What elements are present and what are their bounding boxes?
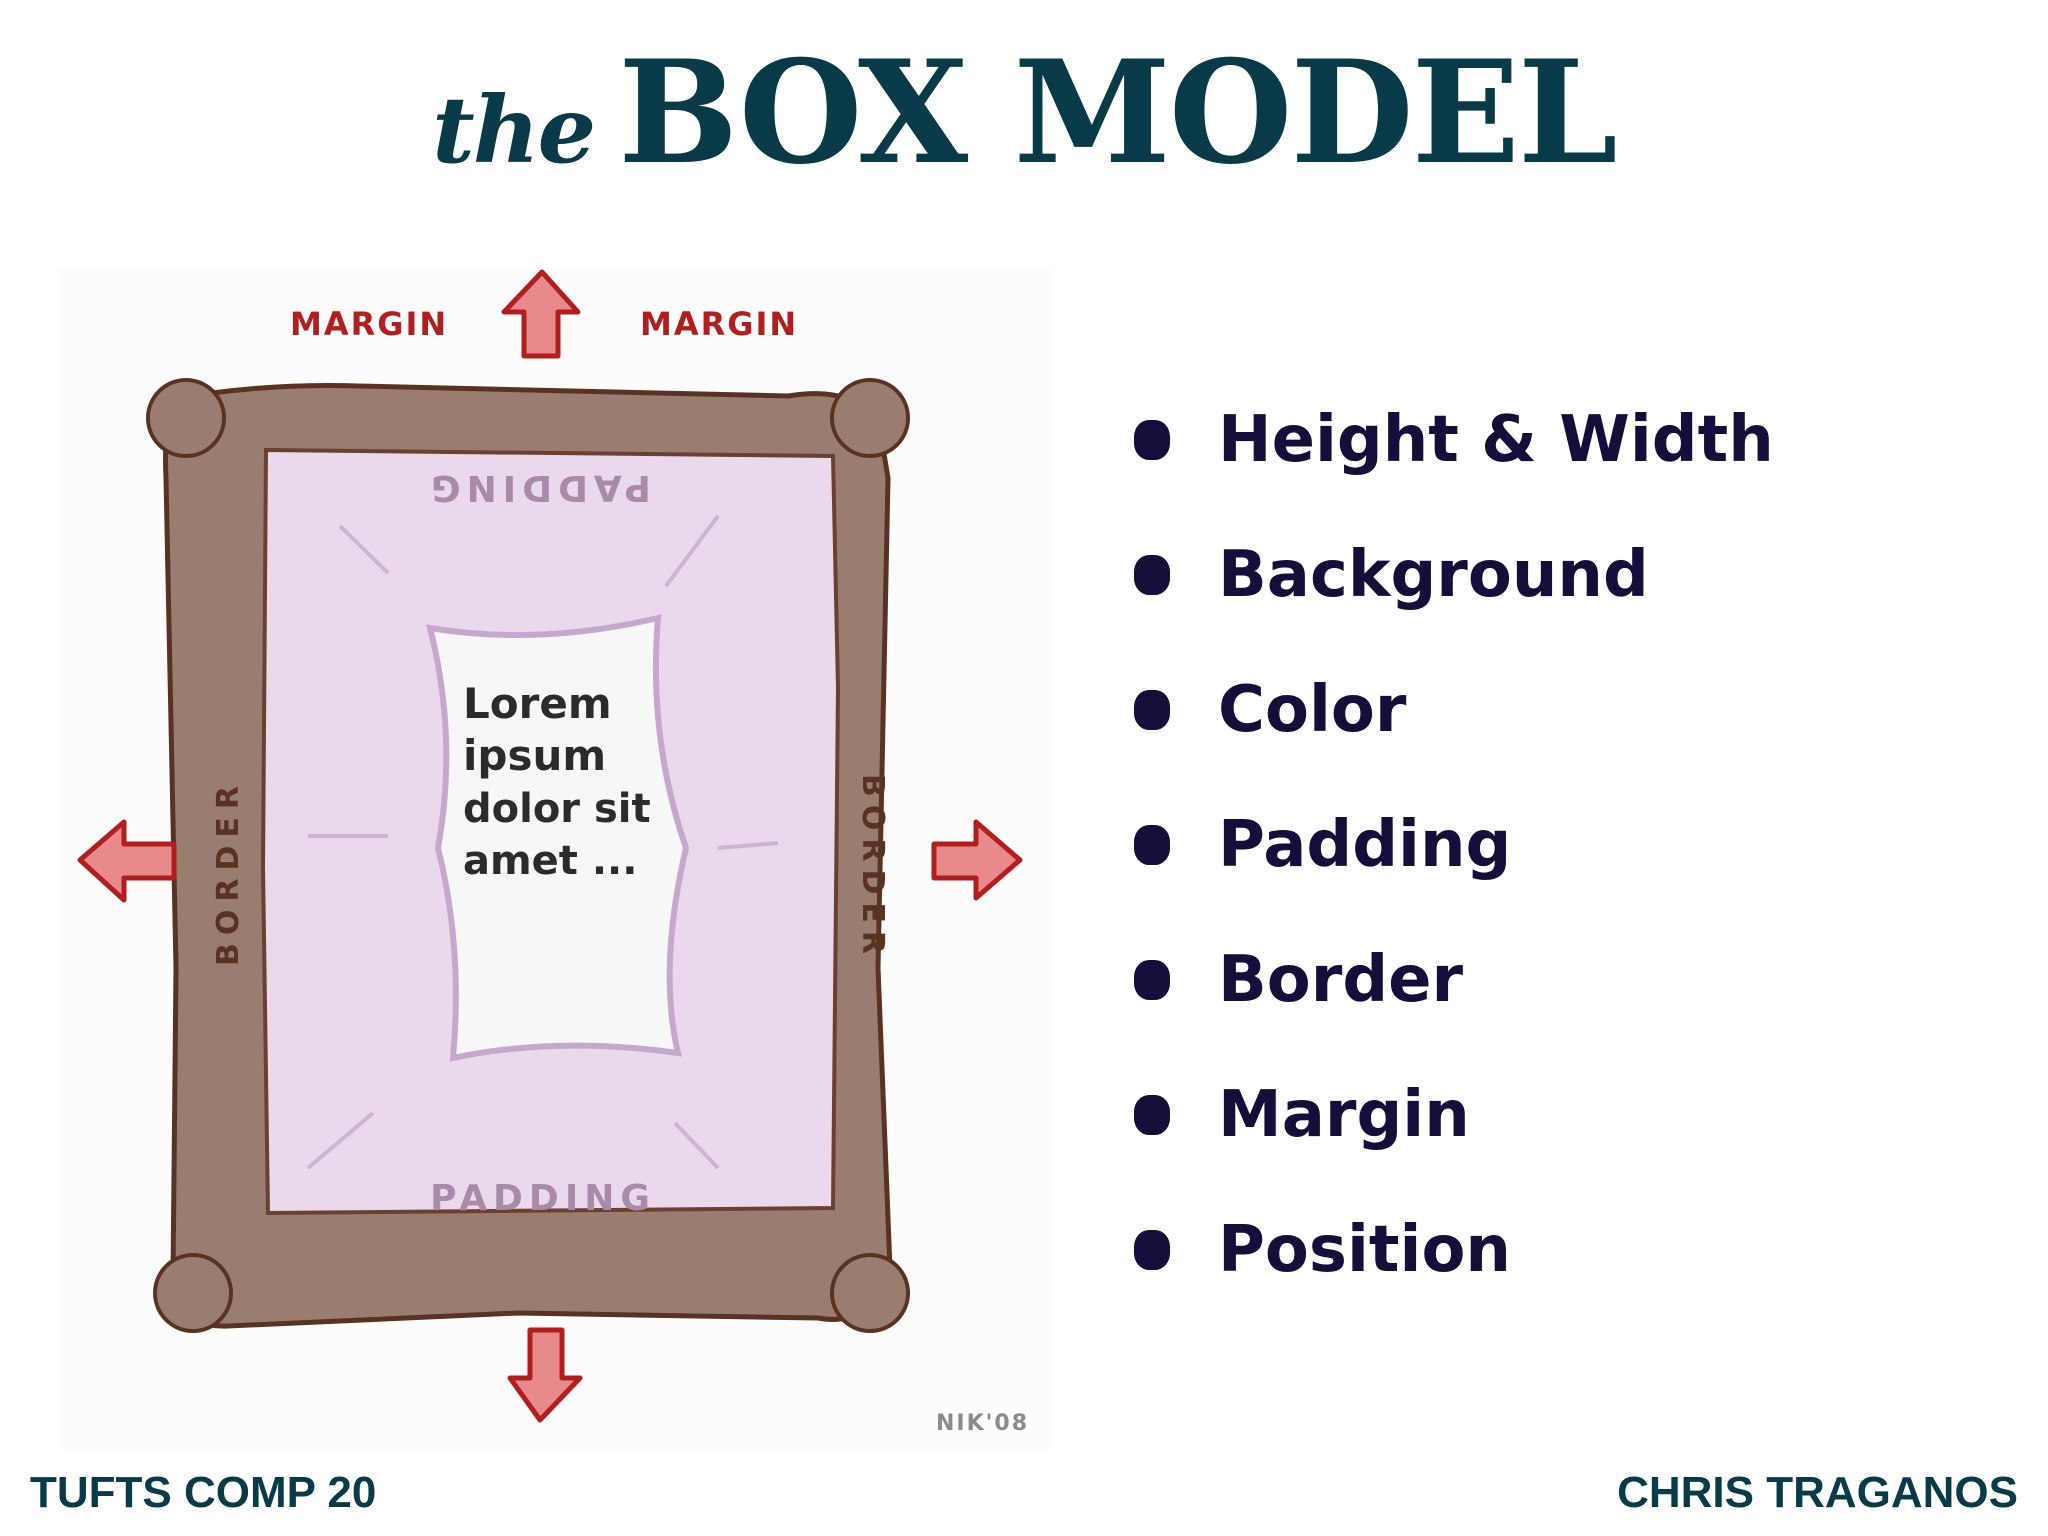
bullet-icon (1134, 420, 1170, 460)
feature-label: Padding (1218, 808, 1512, 882)
footer-course: TUFTS COMP 20 (30, 1468, 377, 1517)
bullet-icon (1134, 825, 1170, 865)
arrow-right-icon (931, 819, 1023, 901)
content-line-4: amet ... (463, 838, 637, 884)
arrow-down-icon (507, 1327, 583, 1423)
box-model-illustration: Lorem ipsum dolor sit amet ... PADDING P… (58, 268, 1052, 1450)
feature-item: Padding (1128, 795, 1774, 930)
feature-label: Color (1218, 673, 1407, 747)
feature-label: Height & Width (1218, 403, 1774, 477)
bullet-icon (1134, 690, 1170, 730)
feature-label: Background (1218, 538, 1649, 612)
feature-label: Position (1218, 1213, 1511, 1287)
margin-label-right: MARGIN (640, 305, 798, 343)
feature-item: Position (1128, 1200, 1774, 1335)
bullet-icon (1134, 1095, 1170, 1135)
footer-author: CHRIS TRAGANOS (1617, 1468, 2018, 1517)
bullet-icon (1134, 1230, 1170, 1270)
feature-label: Border (1218, 943, 1464, 1017)
padding-label-top: PADDING (425, 467, 651, 508)
content-line-1: Lorem (463, 679, 612, 728)
artist-signature: NIK'08 (936, 1411, 1029, 1436)
box-model-drawing: Lorem ipsum dolor sit amet ... PADDING P… (58, 268, 1052, 1450)
feature-item: Color (1128, 660, 1774, 795)
feature-list: Height & Width Background Color Padding … (1128, 390, 1774, 1335)
frame-corner-bottom-right (830, 1253, 910, 1333)
title-main: BOX MODEL (618, 30, 1618, 196)
margin-label-left: MARGIN (290, 305, 448, 343)
border-label-right: BORDER (855, 774, 890, 962)
padding-strokes (306, 514, 779, 1170)
arrow-up-icon (501, 269, 581, 359)
content-area (425, 614, 690, 1062)
padding-label-bottom: PADDING (430, 1178, 656, 1219)
feature-item: Background (1128, 525, 1774, 660)
frame-corner-bottom-left (153, 1253, 233, 1333)
border-label-left: BORDER (211, 778, 246, 966)
bullet-icon (1134, 555, 1170, 595)
arrow-left-icon (77, 819, 177, 903)
bullet-icon (1134, 960, 1170, 1000)
feature-item: Border (1128, 930, 1774, 1065)
title-prefix: the (432, 76, 596, 184)
feature-label: Margin (1218, 1078, 1470, 1152)
frame-corner-top-right (830, 378, 910, 458)
feature-item: Height & Width (1128, 390, 1774, 525)
feature-item: Margin (1128, 1065, 1774, 1200)
content-line-3: dolor sit (463, 786, 651, 832)
content-line-2: ipsum (463, 731, 606, 780)
frame-corner-top-left (146, 378, 226, 458)
